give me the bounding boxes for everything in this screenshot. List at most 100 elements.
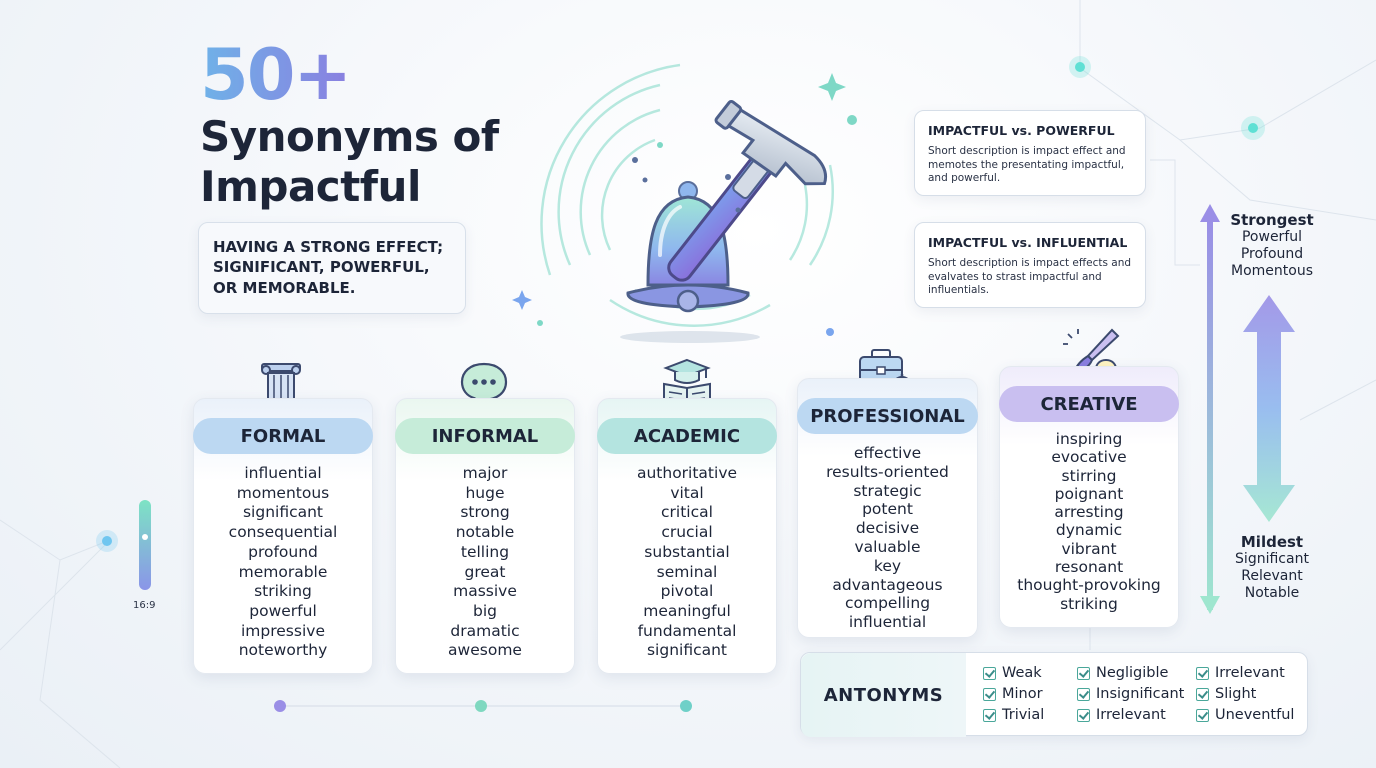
category-column-professional: PROFESSIONAL effective results-oriented … bbox=[797, 378, 978, 638]
check-icon bbox=[1077, 708, 1090, 722]
antonyms-label: ANTONYMS bbox=[801, 653, 966, 737]
synonym-item: decisive bbox=[855, 519, 920, 538]
definition-box: HAVING A STRONG EFFECT; SIGNIFICANT, POW… bbox=[198, 222, 466, 314]
synonym-item: stirring bbox=[1061, 466, 1117, 485]
antonym-item[interactable]: Negligible bbox=[1077, 665, 1168, 681]
synonym-item: major bbox=[462, 464, 508, 482]
check-icon bbox=[983, 708, 996, 722]
synonym-item: influential bbox=[848, 613, 927, 632]
synonym-item: key bbox=[873, 556, 902, 575]
bell-hammer-illustration bbox=[512, 63, 857, 343]
antonym-text: Slight bbox=[1215, 686, 1257, 702]
scale-strongest: Strongest Powerful Profound Momentous bbox=[1212, 211, 1332, 280]
check-icon bbox=[1196, 687, 1209, 701]
title-line-2: Impactful bbox=[200, 162, 421, 212]
aspect-slider-knob[interactable] bbox=[142, 534, 148, 540]
title-number: 50+ bbox=[200, 34, 352, 116]
synonym-item: noteworthy bbox=[238, 641, 328, 660]
antonym-text: Trivial bbox=[1002, 707, 1045, 723]
intensity-scale-arrows bbox=[1200, 204, 1295, 614]
antonym-text: Insignificant bbox=[1096, 686, 1185, 702]
category-column-informal: INFORMAL major huge strong notable telli… bbox=[395, 398, 575, 674]
synonym-item: arresting bbox=[1054, 503, 1124, 522]
scale-item: Notable bbox=[1244, 585, 1300, 602]
scale-strongest-label: Strongest bbox=[1230, 211, 1314, 229]
antonym-item[interactable]: Weak bbox=[983, 665, 1042, 681]
synonym-item: significant bbox=[646, 641, 728, 660]
synonym-item: thought-provoking bbox=[1017, 576, 1161, 595]
antonym-text: Uneventful bbox=[1215, 707, 1295, 723]
synonym-item: awesome bbox=[448, 641, 522, 660]
synonym-item: momentous bbox=[236, 483, 330, 502]
scale-item: Powerful bbox=[1241, 229, 1303, 245]
antonyms-panel: ANTONYMS Weak Minor Trivial Negligible I… bbox=[800, 652, 1308, 737]
category-column-academic: ACADEMIC authoritative vital critical cr… bbox=[597, 398, 777, 674]
synonym-list-academic: authoritative vital critical crucial sub… bbox=[598, 464, 776, 661]
scale-item: Relevant bbox=[1241, 568, 1303, 585]
timeline-dot-3 bbox=[680, 700, 692, 712]
synonym-item: strong bbox=[460, 503, 510, 522]
category-header-professional: PROFESSIONAL bbox=[797, 398, 978, 434]
scale-item: Profound bbox=[1240, 246, 1304, 263]
synonym-item: evocative bbox=[1051, 448, 1127, 467]
synonym-item: massive bbox=[453, 582, 517, 601]
synonym-item: potent bbox=[862, 500, 913, 519]
synonym-item: telling bbox=[460, 542, 510, 561]
scale-mildest: Mildest Significant Relevant Notable bbox=[1212, 533, 1332, 602]
synonym-item: vital bbox=[670, 483, 704, 502]
synonym-item: impressive bbox=[241, 621, 325, 640]
category-header-informal: INFORMAL bbox=[395, 418, 575, 454]
comparison-title: IMPACTFUL vs. POWERFUL bbox=[928, 123, 1115, 138]
check-icon bbox=[1077, 666, 1090, 680]
timeline-dot-1 bbox=[274, 700, 286, 712]
antonym-item[interactable]: Insignificant bbox=[1077, 686, 1184, 702]
comparison-text: Short description is impact effects and … bbox=[928, 257, 1132, 297]
synonym-list-professional: effective results-oriented strategic pot… bbox=[798, 444, 977, 632]
comparison-card-influential: IMPACTFUL vs. INFLUENTIAL Short descript… bbox=[914, 222, 1146, 308]
synonym-item: dynamic bbox=[1055, 521, 1123, 540]
category-column-creative: CREATIVE inspiring evocative stirring po… bbox=[999, 366, 1179, 628]
synonym-list-creative: inspiring evocative stirring poignant ar… bbox=[1000, 430, 1178, 613]
synonym-item: seminal bbox=[656, 562, 718, 581]
synonym-item: vibrant bbox=[1061, 539, 1117, 558]
synonym-item: poignant bbox=[1054, 484, 1124, 503]
synonym-list-informal: major huge strong notable telling great … bbox=[396, 464, 574, 661]
check-icon bbox=[1077, 687, 1090, 701]
antonym-item[interactable]: Uneventful bbox=[1196, 707, 1294, 723]
synonym-item: memorable bbox=[238, 562, 328, 581]
synonym-item: pivotal bbox=[660, 582, 714, 601]
antonym-text: Minor bbox=[1002, 686, 1043, 702]
synonym-list-formal: influential momentous significant conseq… bbox=[194, 464, 372, 661]
synonym-item: notable bbox=[455, 523, 515, 542]
synonym-item: critical bbox=[661, 503, 713, 522]
page-title: Synonyms of Impactful bbox=[200, 112, 499, 213]
timeline-dot-2 bbox=[475, 700, 487, 712]
scale-item: Significant bbox=[1235, 551, 1309, 567]
antonym-item[interactable]: Minor bbox=[983, 686, 1043, 702]
antonym-item[interactable]: Irrelevant bbox=[1077, 707, 1166, 723]
aspect-slider-track[interactable] bbox=[139, 500, 151, 590]
scale-item: Momentous bbox=[1231, 263, 1313, 280]
synonym-item: inspiring bbox=[1055, 430, 1123, 448]
antonym-text: Negligible bbox=[1096, 665, 1169, 681]
check-icon bbox=[983, 666, 996, 680]
category-header-academic: ACADEMIC bbox=[597, 418, 777, 454]
synonym-item: striking bbox=[254, 582, 312, 601]
synonym-item: fundamental bbox=[637, 621, 737, 640]
antonym-item[interactable]: Irrelevant bbox=[1196, 665, 1285, 681]
synonym-item: crucial bbox=[661, 523, 713, 542]
synonym-item: resonant bbox=[1054, 558, 1124, 577]
synonym-item: significant bbox=[242, 503, 324, 522]
category-header-formal: FORMAL bbox=[193, 418, 373, 454]
antonym-text: Weak bbox=[1002, 665, 1042, 681]
synonym-item: striking bbox=[1060, 594, 1118, 613]
synonym-item: substantial bbox=[644, 542, 730, 561]
synonym-item: valuable bbox=[854, 537, 921, 556]
antonym-item[interactable]: Slight bbox=[1196, 686, 1256, 702]
synonym-item: advantageous bbox=[832, 575, 943, 594]
comparison-text: Short description is impact effect and m… bbox=[928, 145, 1126, 185]
title-line-1: Synonyms of bbox=[200, 112, 499, 161]
comparison-title: IMPACTFUL vs. INFLUENTIAL bbox=[928, 235, 1128, 250]
antonym-item[interactable]: Trivial bbox=[983, 707, 1044, 723]
check-icon bbox=[983, 687, 996, 701]
